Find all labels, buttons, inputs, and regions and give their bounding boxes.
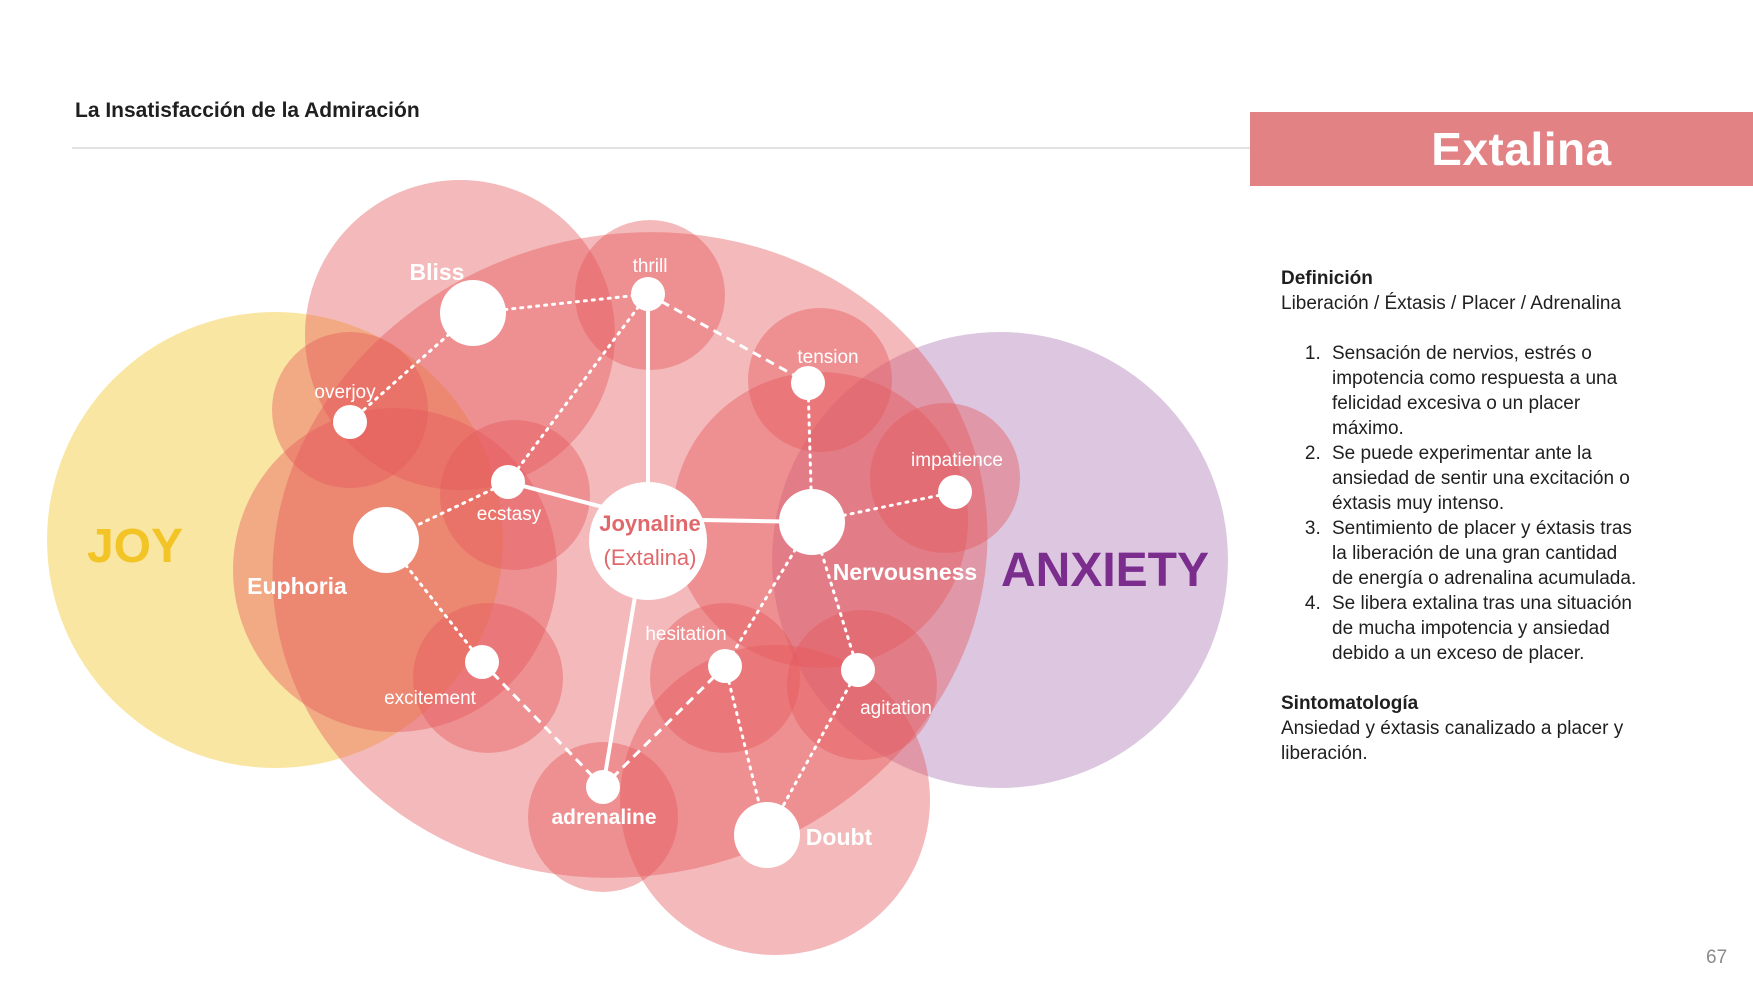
link-tension-nervousness <box>806 381 814 524</box>
doubt-cluster <box>620 645 930 955</box>
adrenaline-label: adrenaline <box>551 806 656 829</box>
page-number: 67 <box>1706 947 1728 968</box>
doubt-node <box>734 802 800 868</box>
anxiety-circle <box>772 332 1228 788</box>
adrenaline-cluster <box>528 742 678 892</box>
agitation-node <box>841 653 875 687</box>
nervousness-label: Nervousness <box>833 559 977 585</box>
overjoy-node <box>333 405 367 439</box>
joy-label: JOY <box>87 520 183 573</box>
banner-title: Extalina <box>1431 123 1612 175</box>
emotion-network-diagram: JOY ANXIETY Joynaline (Extalina) Bliss t… <box>47 180 1228 955</box>
impatience-node <box>938 475 972 509</box>
list-item: Se libera extalina tras una situación de… <box>1326 591 1641 666</box>
list-item: Sentimiento de placer y éxtasis tras la … <box>1326 516 1641 591</box>
thrill-node <box>631 277 665 311</box>
link-agitation-doubt <box>765 668 860 837</box>
anxiety-label: ANXIETY <box>1001 544 1209 597</box>
bliss-label: Bliss <box>410 259 465 285</box>
doubt-label: Doubt <box>806 824 873 850</box>
sintomatologia-heading: Sintomatología <box>1281 693 1419 714</box>
header-divider <box>72 147 1252 149</box>
page-title: La Insatisfacción de la Admiración <box>75 99 420 122</box>
link-thrill-tension <box>647 292 809 385</box>
agitation-label: agitation <box>860 698 932 719</box>
excitement-label: excitement <box>384 688 477 709</box>
link-thrill-ecstasy <box>506 292 650 484</box>
euphoria-label: Euphoria <box>247 573 347 599</box>
impatience-cluster <box>870 403 1020 553</box>
tension-node <box>791 366 825 400</box>
hesitation-node <box>708 649 742 683</box>
nervousness-node <box>779 489 845 555</box>
center-node <box>589 482 707 600</box>
title-banner: Extalina <box>1250 112 1753 186</box>
center-label-title: Joynaline <box>599 511 700 536</box>
bliss-node <box>440 280 506 346</box>
definicion-text: Liberación / Éxtasis / Placer / Adrenali… <box>1281 293 1622 314</box>
joy-circle <box>47 312 503 768</box>
list-item: Se puede experimentar ante la ansiedad d… <box>1326 441 1641 516</box>
euphoria-node <box>353 507 419 573</box>
adrenaline-node <box>586 770 620 804</box>
list-item: Sensación de nervios, estrés o impotenci… <box>1326 341 1641 441</box>
tension-label: tension <box>797 347 858 368</box>
hesitation-label: hesitation <box>645 624 726 645</box>
center-label-subtitle: (Extalina) <box>604 545 697 570</box>
thrill-label: thrill <box>633 256 668 277</box>
overjoy-label: overjoy <box>314 382 376 403</box>
definition-panel: Definición Liberación / Éxtasis / Placer… <box>1281 266 1641 766</box>
excitement-node <box>465 645 499 679</box>
excitement-cluster <box>413 603 563 753</box>
impatience-label: impatience <box>911 450 1003 471</box>
ecstasy-node <box>491 465 525 499</box>
sintomatologia-text: Ansiedad y éxtasis canalizado a placer y… <box>1281 718 1624 764</box>
link-hesitation-adrenaline <box>601 664 727 789</box>
symptom-list: Sensación de nervios, estrés o impotenci… <box>1281 341 1641 666</box>
ecstasy-label: ecstasy <box>477 504 542 525</box>
definicion-heading: Definición <box>1281 268 1373 289</box>
link-bliss-thrill <box>471 292 650 315</box>
